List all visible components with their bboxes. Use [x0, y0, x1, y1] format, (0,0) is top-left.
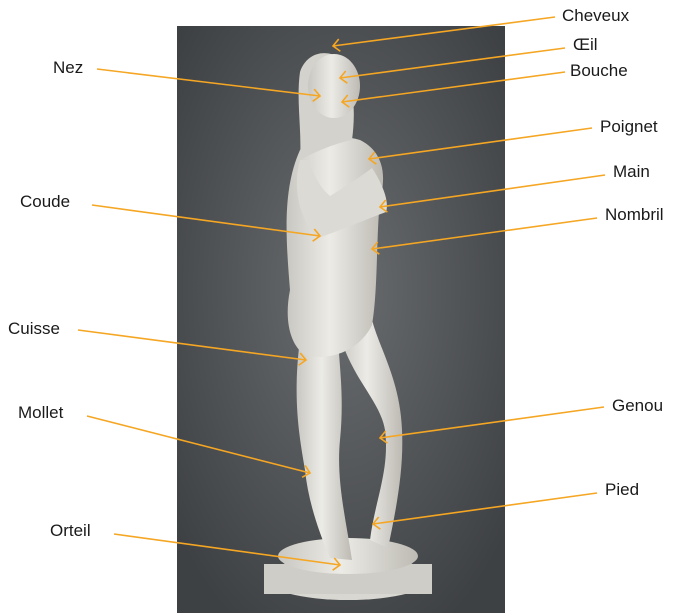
leader-line-cuisse: [78, 330, 306, 360]
leader-line-coude: [92, 205, 320, 236]
leader-line-cheveux: [333, 17, 555, 46]
label-nez: Nez: [53, 58, 83, 78]
leader-line-nez: [97, 69, 320, 96]
leader-line-oeil: [340, 48, 565, 78]
leader-line-mollet: [87, 416, 310, 473]
leader-line-main: [380, 175, 605, 207]
label-mollet: Mollet: [18, 403, 63, 423]
label-cuisse: Cuisse: [8, 319, 60, 339]
label-poignet: Poignet: [600, 117, 658, 137]
leader-line-pied: [373, 493, 597, 524]
leader-line-genou: [380, 407, 604, 438]
leader-line-poignet: [369, 128, 592, 159]
label-cheveux: Cheveux: [562, 6, 629, 26]
label-genou: Genou: [612, 396, 663, 416]
leader-line-bouche: [342, 72, 565, 102]
label-orteil: Orteil: [50, 521, 91, 541]
label-bouche: Bouche: [570, 61, 628, 81]
label-main: Main: [613, 162, 650, 182]
leader-line-nombril: [372, 218, 597, 249]
label-nombril: Nombril: [605, 205, 664, 225]
label-coude: Coude: [20, 192, 70, 212]
label-oeil: Œil: [573, 35, 598, 55]
leader-line-orteil: [114, 534, 340, 565]
label-pied: Pied: [605, 480, 639, 500]
